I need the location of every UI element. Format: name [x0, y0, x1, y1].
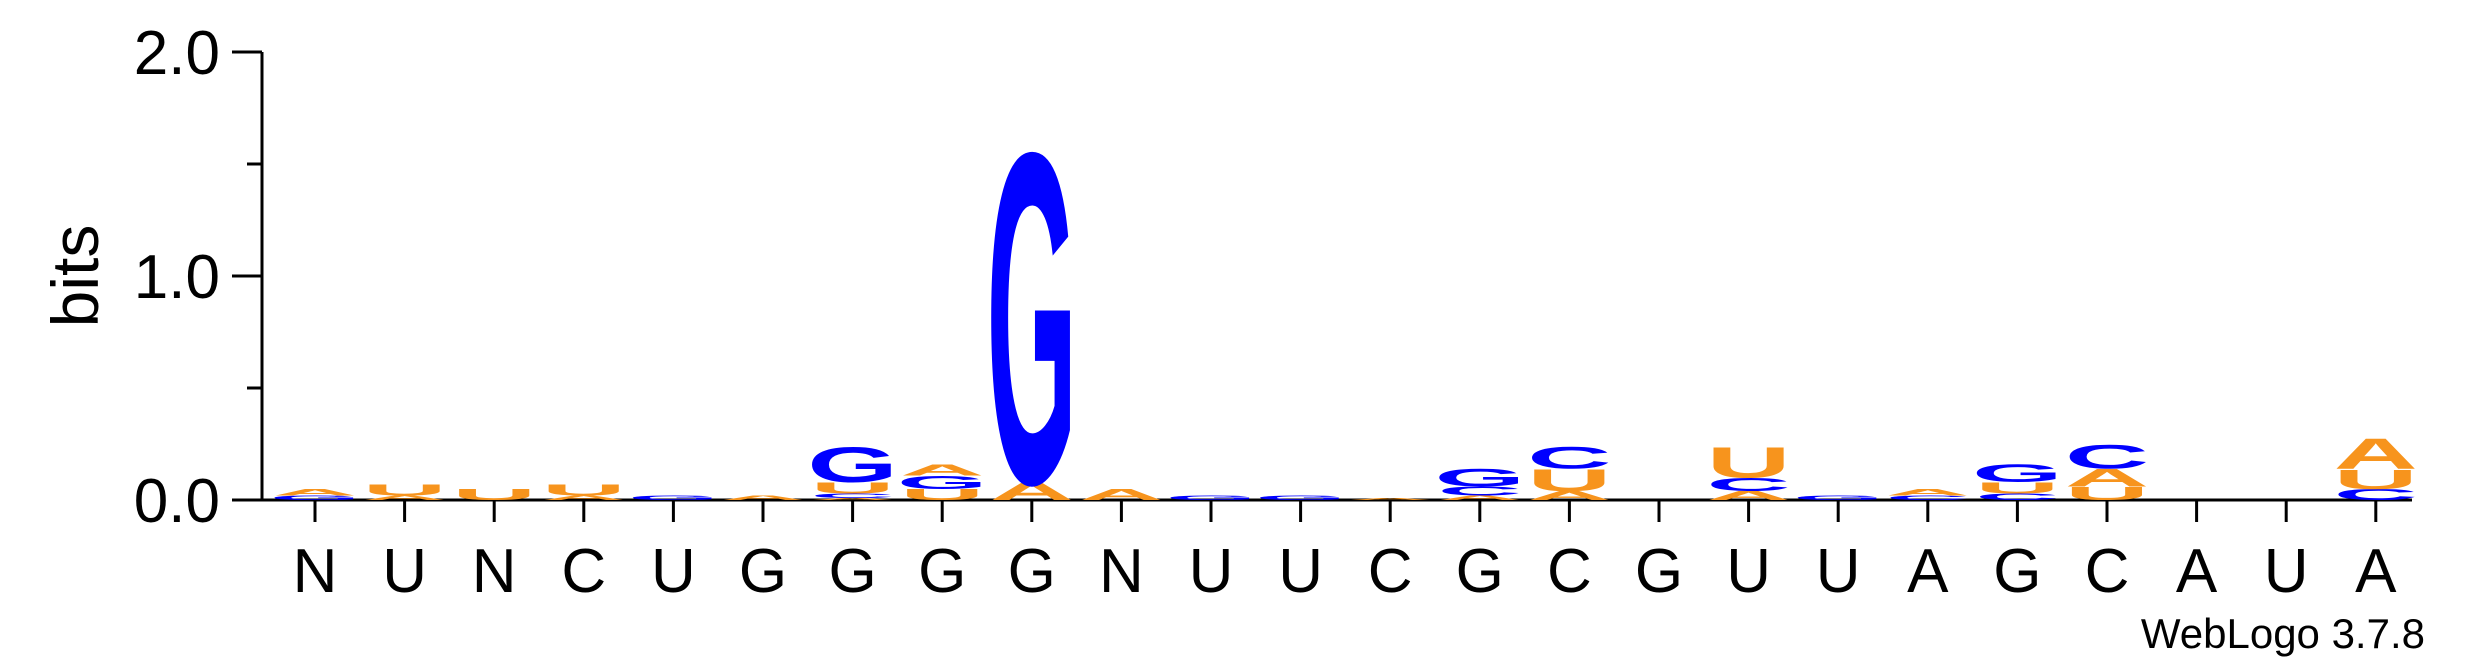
letter-stack-7: UGA — [897, 461, 988, 503]
x-tick-label-3: C — [561, 537, 606, 606]
x-tick-label-19: G — [1993, 537, 2041, 606]
letter-stack-0: GA — [270, 487, 361, 501]
x-tick-label-1: U — [382, 537, 427, 606]
letter-stack-18: CA — [1886, 487, 1970, 501]
letter-stack-5: A — [721, 494, 805, 501]
logo-letter-16-a: A — [1706, 489, 1790, 503]
logo-letter-6-u: U — [810, 479, 894, 496]
x-tick-label-12: C — [1368, 537, 1413, 606]
logo-letter-4-g: G — [628, 494, 719, 501]
logo-letter-23-c: C — [2334, 486, 2418, 503]
logo-letter-7-u: U — [900, 486, 984, 503]
letter-stack-8: AG — [986, 54, 1077, 583]
letter-stack-12: A — [1348, 497, 1432, 500]
logo-letter-23-a: A — [2334, 429, 2418, 478]
x-tick-label-5: G — [739, 537, 787, 606]
x-tick-label-17: U — [1816, 537, 1861, 606]
logo-letter-14-a: A — [1527, 489, 1611, 503]
logo-letter-2-u: U — [452, 486, 536, 503]
x-tick-label-16: U — [1726, 537, 1771, 606]
logo-letter-6-c: C — [810, 492, 894, 499]
y-tick-label-0: 0.0 — [134, 467, 220, 536]
logo-letter-10-g: G — [1166, 494, 1257, 501]
letter-stack-4: G — [628, 494, 719, 501]
logo-letter-14-c: C — [1527, 441, 1611, 476]
x-tick-label-21: A — [2176, 537, 2218, 606]
letter-stack-16: ACU — [1706, 438, 1790, 503]
logo-letter-9-a: A — [1079, 486, 1163, 503]
y-tick-label-2: 2.0 — [134, 19, 220, 88]
logo-letter-20-c: C — [2065, 438, 2149, 476]
logo-letter-0-g: G — [270, 494, 361, 501]
logo-letter-14-u: U — [1527, 463, 1611, 498]
letter-stack-20: UAC — [2065, 438, 2149, 504]
logo-letter-23-u: U — [2334, 463, 2418, 494]
logo-letter-19-u: U — [1975, 479, 2059, 496]
x-tick-label-20: C — [2085, 537, 2130, 606]
x-tick-label-0: N — [293, 537, 338, 606]
letter-stack-13: ACG — [1434, 464, 1525, 501]
logo-letter-0-a: A — [273, 487, 357, 497]
letter-stack-2: U — [452, 486, 536, 503]
logo-letter-3-u: U — [542, 482, 626, 499]
x-tick-label-10: U — [1189, 537, 1234, 606]
x-tick-label-13: G — [1456, 537, 1504, 606]
letter-stack-3: AU — [542, 482, 626, 502]
x-tick-label-9: N — [1099, 537, 1144, 606]
logo-letter-1-a: A — [362, 494, 446, 501]
letter-stack-17: G — [1793, 494, 1884, 501]
x-tick-label-14: C — [1547, 537, 1592, 606]
x-tick-label-8: G — [1008, 537, 1056, 606]
logo-letter-7-a: A — [900, 461, 984, 478]
y-axis-label: bits — [38, 225, 112, 328]
logo-letter-6-g: G — [807, 438, 898, 493]
letter-stack-11: G — [1255, 494, 1346, 501]
logo-letter-17-g: G — [1793, 494, 1884, 501]
logo-letter-13-a: A — [1438, 494, 1522, 501]
logo-letter-8-g: G — [986, 54, 1077, 583]
logo-letter-19-c: C — [1975, 492, 2059, 502]
letter-stack-14: AUC — [1527, 441, 1611, 503]
x-tick-label-23: A — [2355, 537, 2397, 606]
logo-letter-13-g: G — [1434, 464, 1525, 492]
letter-stack-19: CUG — [1972, 460, 2063, 502]
y-axis: 0.0 1.0 2.0 bits — [38, 19, 264, 536]
y-tick-label-1: 1.0 — [134, 243, 220, 312]
logo-letter-5-a: A — [721, 494, 805, 501]
x-tick-label-6: G — [828, 537, 876, 606]
weblogo-credit: WebLogo 3.7.8 — [2141, 610, 2425, 657]
logo-letter-18-a: A — [1886, 487, 1970, 497]
x-tick-label-22: U — [2264, 537, 2309, 606]
logo-letter-3-a: A — [542, 494, 626, 501]
logo-letter-8-a: A — [990, 478, 1074, 506]
logo-letter-11-g: G — [1255, 494, 1346, 501]
logo-letter-16-c: C — [1706, 474, 1790, 495]
letter-stack-23: CUA — [2334, 429, 2418, 503]
letter-stack-9: A — [1079, 486, 1163, 503]
x-tick-label-11: U — [1278, 537, 1323, 606]
x-tick-label-15: G — [1635, 537, 1683, 606]
logo-letter-20-a: A — [2065, 464, 2149, 492]
logo-letter-19-g: G — [1972, 460, 2063, 488]
letter-stack-1: AU — [362, 482, 446, 502]
logo-letter-6-a: A — [810, 497, 894, 500]
x-tick-label-7: G — [918, 537, 966, 606]
x-tick-label-2: N — [472, 537, 517, 606]
logo-letter-20-u: U — [2065, 483, 2149, 504]
logo-letter-12-a: A — [1348, 497, 1432, 500]
logo-letter-7-g: G — [897, 472, 988, 493]
x-tick-label-18: A — [1907, 537, 1949, 606]
logo-letter-13-c: C — [1438, 484, 1522, 498]
logo-letter-18-c: C — [1886, 494, 1970, 501]
x-tick-label-4: U — [651, 537, 696, 606]
logo-letter-1-u: U — [362, 482, 446, 499]
y-ticks: 0.0 1.0 2.0 — [134, 19, 262, 536]
logo-letter-16-u: U — [1706, 438, 1790, 487]
letter-stack-10: G — [1166, 494, 1257, 501]
